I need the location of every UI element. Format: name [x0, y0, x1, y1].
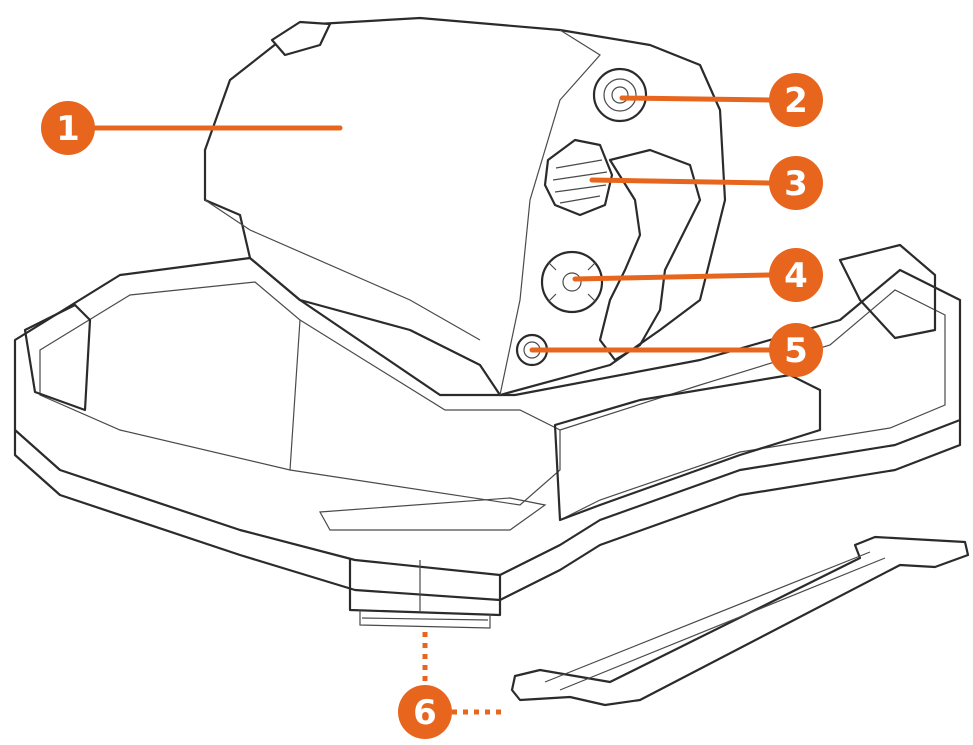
detached-bar [510, 535, 970, 707]
callout-label-3: 3 [784, 164, 808, 204]
callout-label-2: 2 [784, 81, 808, 121]
callout-label-4: 4 [784, 256, 808, 296]
callout-badge-4: 4 [769, 248, 823, 302]
callout-lines [92, 95, 772, 715]
callout-badge-1: 1 [41, 101, 95, 155]
callout-leader-line [589, 177, 772, 186]
callout-label-5: 5 [784, 331, 808, 371]
callout-badge-6: 6 [398, 685, 452, 739]
callout-leader-line [619, 95, 772, 103]
control-button-2 [592, 67, 648, 123]
base-plate [13, 243, 962, 629]
callout-badge-3: 3 [769, 156, 823, 210]
control-dial-4 [540, 250, 604, 314]
callout-badge-5: 5 [769, 323, 823, 377]
callout-badge-2: 2 [769, 73, 823, 127]
callout-leader-line [572, 272, 772, 282]
callout-label-6: 6 [413, 693, 437, 733]
control-wheel-3 [543, 138, 614, 217]
callout-label-1: 1 [56, 109, 80, 149]
